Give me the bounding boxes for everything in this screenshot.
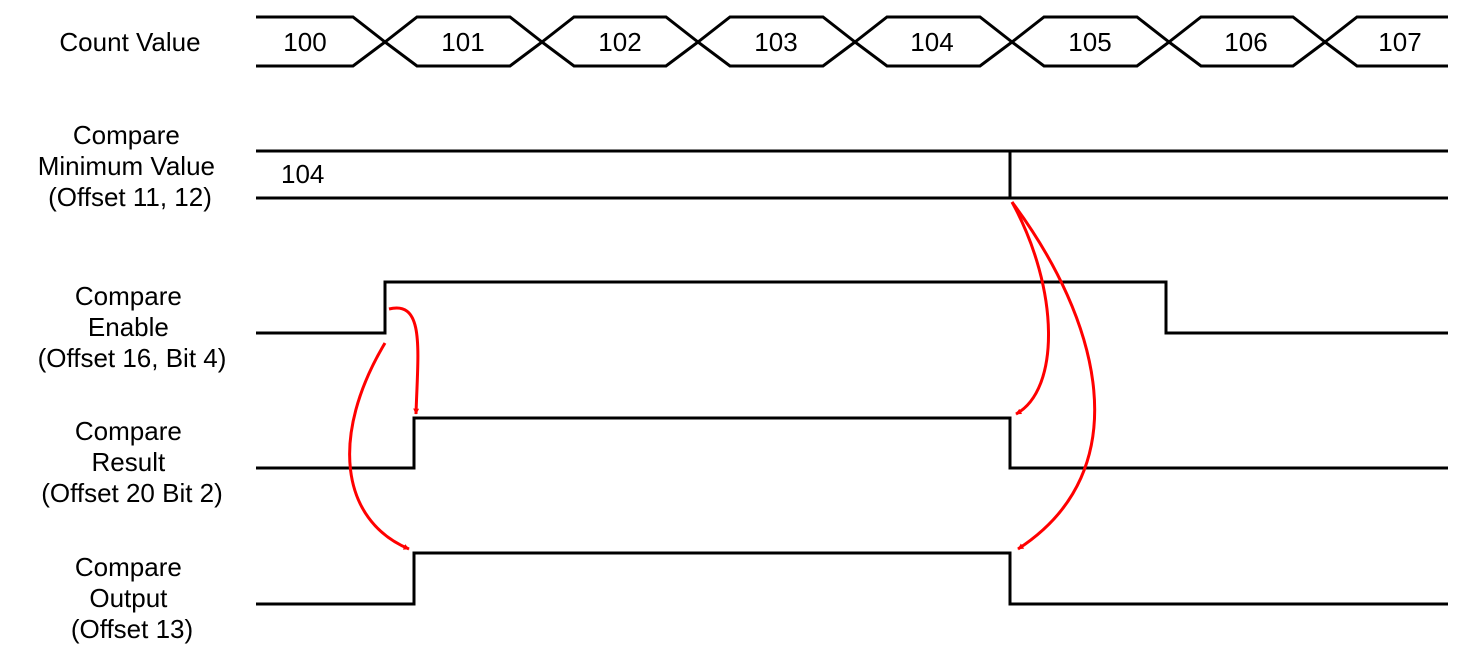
compare-result-label: Compare Result (Offset 20 Bit 2)	[41, 416, 223, 508]
compare-min-label-line1: Compare	[73, 120, 180, 150]
count-value-label: Count Value	[59, 27, 200, 57]
compare-min-label: Compare Minimum Value (Offset 11, 12)	[38, 120, 222, 212]
compare-result-label-line1: Compare	[75, 416, 182, 446]
compare-enable-label-line3: (Offset 16, Bit 4)	[38, 343, 227, 373]
count-value-cell: 103	[754, 27, 797, 57]
count-value-cell: 107	[1378, 27, 1421, 57]
compare-output-label-line3: (Offset 13)	[71, 614, 193, 644]
compare-result-label-line3: (Offset 20 Bit 2)	[41, 478, 223, 508]
compare-min-label-line2: Minimum Value	[38, 151, 215, 181]
min-value-to-result-arrow	[1010, 201, 1050, 416]
compare-enable-waveform	[256, 280, 1448, 335]
count-value-cell: 105	[1068, 27, 1111, 57]
count-bus-top-edge	[256, 15, 1448, 44]
enable-to-result-arrow	[388, 306, 420, 415]
compare-enable-label: Compare Enable (Offset 16, Bit 4)	[38, 281, 227, 373]
compare-min-bus: 104	[256, 149, 1448, 200]
compare-min-label-line3: (Offset 11, 12)	[48, 182, 212, 212]
count-value-cell: 100	[283, 27, 326, 57]
count-value-label-line: Count Value	[59, 27, 200, 57]
min-value-to-output-arrow	[1010, 201, 1097, 551]
compare-enable-label-line1: Compare	[75, 281, 182, 311]
count-bus-bottom-edge	[256, 40, 1448, 68]
count-value-cell: 104	[910, 27, 953, 57]
count-value-cell: 101	[441, 27, 484, 57]
compare-enable-label-line2: Enable	[88, 312, 169, 342]
compare-output-waveform	[256, 551, 1448, 606]
count-value-bus: 100 101 102 103 104 105 106 107	[256, 15, 1448, 68]
count-value-cell: 102	[598, 27, 641, 57]
compare-output-label-line1: Compare	[75, 552, 182, 582]
compare-output-label-line2: Output	[89, 583, 168, 613]
compare-result-label-line2: Result	[92, 447, 166, 477]
count-value-cell: 106	[1224, 27, 1267, 57]
compare-min-value: 104	[281, 159, 324, 189]
compare-result-waveform	[256, 416, 1448, 470]
compare-output-label: Compare Output (Offset 13)	[71, 552, 193, 644]
enable-to-output-arrow	[348, 342, 410, 551]
